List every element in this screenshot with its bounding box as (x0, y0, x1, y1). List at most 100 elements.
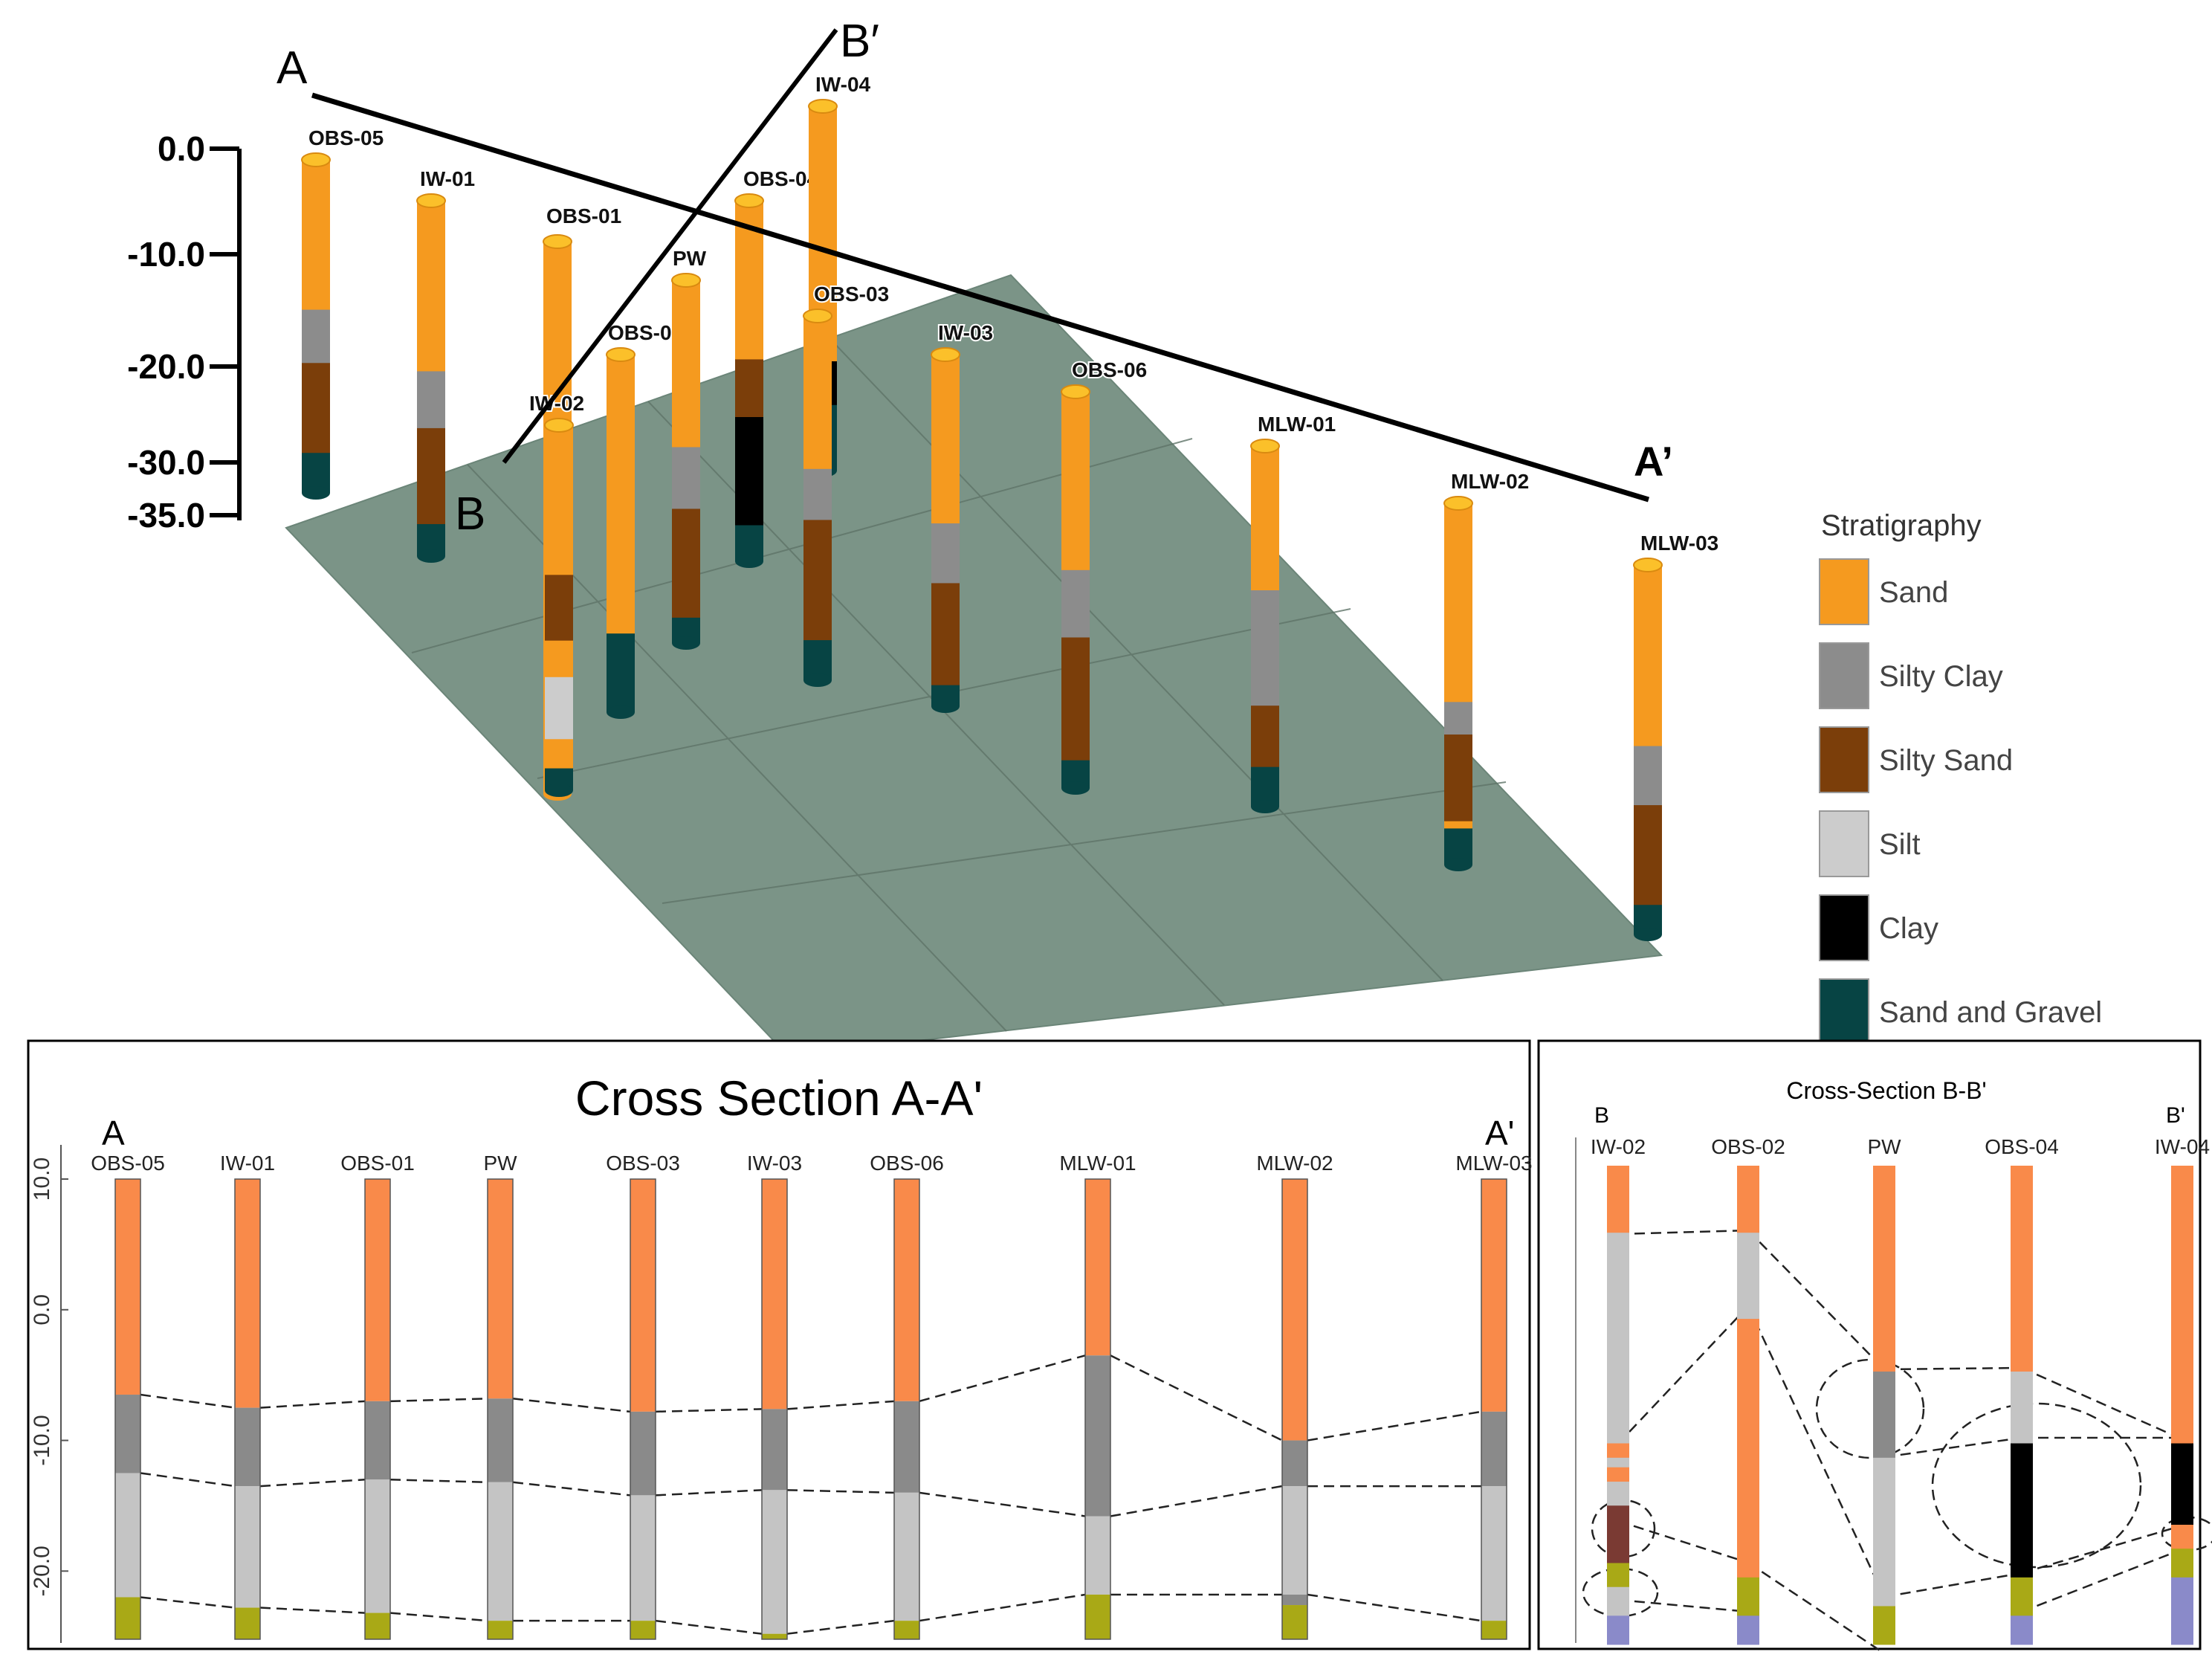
xs-layer (1282, 1605, 1307, 1639)
xs-layer (894, 1179, 919, 1401)
depth-tick-label: -35.0 (127, 496, 205, 535)
xs-well-outline (893, 1178, 920, 1640)
xs-layer (2171, 1443, 2193, 1525)
layer-silty-sand (1251, 706, 1279, 768)
correlation-line (786, 1400, 895, 1410)
xs-layer (1282, 1486, 1307, 1595)
xs-well-outline (1084, 1178, 1111, 1640)
xs-well-outline (487, 1178, 514, 1640)
legend-swatch (1819, 810, 1869, 877)
column-base (302, 486, 330, 500)
xs-layer (1607, 1505, 1629, 1564)
well-column-iw-01: IW-01 (416, 166, 476, 563)
well-label: OBS-05 (308, 126, 384, 149)
section-bb-start-label: B (1594, 1103, 1609, 1128)
xs-layer (2171, 1577, 2193, 1645)
y-tick-label: -10.0 (30, 1415, 54, 1465)
xs-aa-well-obs-01: OBS-01 (340, 1152, 415, 1640)
xs-layer (115, 1597, 140, 1639)
legend-item-sand-gravel: Sand and Gravel (1819, 978, 2102, 1045)
xs-bb-well-obs-04: OBS-04 (1985, 1135, 2059, 1645)
correlation-line (919, 1593, 1086, 1622)
well-column-obs-02: OBS-02 (606, 320, 685, 719)
column-base (607, 706, 635, 719)
xs-layer (2011, 1166, 2033, 1372)
xs-layer (1737, 1577, 1759, 1616)
xs-aa-well-obs-06: OBS-06 (870, 1152, 944, 1640)
layer-silty-clay (1444, 702, 1472, 735)
well-label: IW-01 (420, 167, 475, 190)
layer-sand (1061, 392, 1090, 571)
xs-layer (1085, 1179, 1110, 1356)
xs-layer (488, 1179, 513, 1399)
column-top (1250, 439, 1280, 453)
legend-item-sand: Sand (1819, 558, 1948, 625)
layer-silty-clay (417, 371, 445, 429)
section-b-end-label: B′ (840, 16, 879, 67)
xs-layer (1737, 1233, 1759, 1320)
xs-layer (115, 1395, 140, 1473)
correlation-line (1307, 1410, 1482, 1441)
xs-aa-well-iw-03: IW-03 (747, 1152, 802, 1640)
xs-layer (488, 1398, 513, 1482)
correlation-line (919, 1491, 1086, 1517)
legend-label: Silty Clay (1879, 660, 2003, 693)
xs-layer (630, 1179, 656, 1412)
legend-label: Sand and Gravel (1879, 996, 2102, 1029)
legend-item-silty-sand: Silty Sand (1819, 726, 2013, 793)
well-label: MLW-03 (1640, 532, 1718, 555)
xs-layer (2171, 1525, 2193, 1549)
xs-well-label: OBS-04 (1985, 1135, 2059, 1158)
y-tick-label: 0.0 (30, 1294, 54, 1326)
xs-layer (762, 1633, 787, 1639)
xs-well-label: MLW-03 (1455, 1152, 1532, 1175)
correlation-line (512, 1398, 631, 1413)
layer-sand (1444, 821, 1472, 829)
column-top (543, 234, 572, 249)
correlation-line (512, 1481, 631, 1497)
xs-bb-well-pw: PW (1867, 1135, 1901, 1645)
correlation-line (786, 1489, 895, 1494)
legend-label: Silt (1879, 828, 1921, 861)
well-columns-3d: OBS-05IW-01OBS-01OBS-02IW-02PWOBS-04IW-0… (301, 71, 1720, 941)
xs-well-label: OBS-06 (870, 1152, 944, 1175)
layer-sand (607, 355, 635, 634)
column-base (545, 784, 573, 797)
xs-layer (1085, 1594, 1110, 1639)
xs-well-outline (234, 1178, 261, 1640)
xs-layer (1607, 1482, 1629, 1506)
legend-label: Silty Sand (1879, 744, 2013, 777)
column-top (808, 99, 838, 114)
section-aa-end-label: A' (1485, 1114, 1514, 1152)
section-bb-title: Cross-Section B-B' (1786, 1077, 1986, 1104)
xs-layer (1607, 1563, 1629, 1588)
xs-well-label: OBS-02 (1711, 1135, 1785, 1158)
depth-axis: 0.0-10.0-20.0-30.0-35.0 (127, 129, 242, 535)
layer-silty-sand (545, 575, 573, 642)
xs-layer (365, 1479, 390, 1613)
column-base (1634, 928, 1662, 941)
xs-layer (2171, 1166, 2193, 1444)
layer-sand (672, 280, 700, 448)
xs-well-outline (364, 1178, 391, 1640)
xs-aa-well-obs-03: OBS-03 (606, 1152, 680, 1640)
xs-layer (894, 1401, 919, 1493)
correlation-line (786, 1619, 895, 1635)
xs-layer (1607, 1457, 1629, 1468)
well-label: PW (673, 247, 707, 270)
well-label: MLW-02 (1451, 470, 1529, 493)
layer-silt (545, 677, 573, 740)
legend-swatch (1819, 726, 1869, 793)
layer-silty-clay (803, 468, 832, 520)
xs-bb-well-iw-02: IW-02 (1591, 1135, 1646, 1645)
cross-section-aa: Cross Section A-A' A A' 10.00.0-10.0-20.… (27, 1039, 1533, 1650)
column-top (606, 347, 636, 362)
depth-tick-label: 0.0 (158, 129, 205, 168)
section-a-label: A (276, 42, 308, 94)
xs-well-label: PW (483, 1152, 517, 1175)
section-bb-correlation-lines (1582, 1229, 2212, 1655)
column-top (301, 152, 331, 167)
